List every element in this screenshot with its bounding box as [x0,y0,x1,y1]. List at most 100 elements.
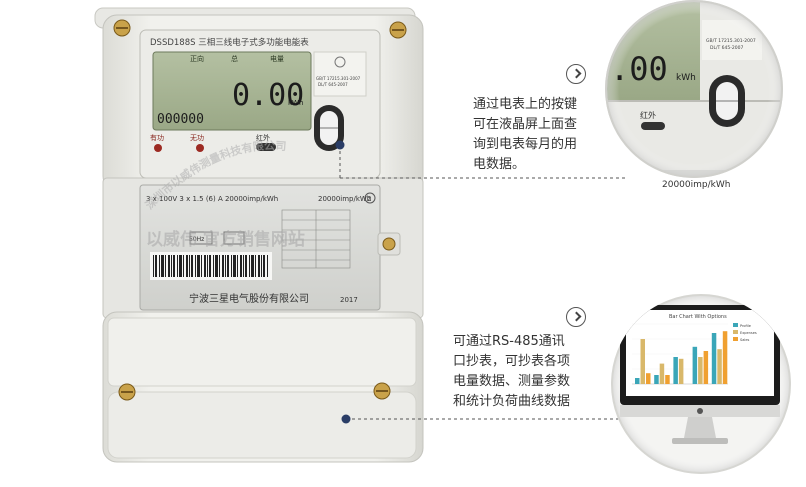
chart-legend: Profile Expenses Sales [733,323,757,342]
meter-model-line: DSSD188S 三相三线电子式多功能电能表 [150,37,309,48]
callout-line: 可在液晶屏上面查 [473,117,578,132]
chart-bar [654,375,659,384]
barcode-bar [251,255,254,277]
lcd-main-value: 0.00 [232,78,304,113]
chart-bar [711,333,717,384]
barcode-bar [179,255,182,277]
legend-entry: Profile [740,324,751,328]
barcode-bar [227,255,229,277]
barcode-bar [195,255,196,277]
manufacturer-name: 宁波三星电气股份有限公司 [189,292,309,305]
barcode-bar [153,255,154,277]
barcode-bar [255,255,256,277]
chart-bar [665,375,670,384]
lcd-unit: kWh [288,99,303,107]
led-left-label: 有功 [150,133,164,142]
lcd-header-left: 正向 [190,54,204,63]
barcode-bar [231,255,232,277]
zoom-spec-text: 20000imp/kWh [662,180,730,190]
callout-lcd-query: 通过电表上的按键 可在液晶屏上面查 询到电表每月的用 电数据。 [473,95,577,175]
zoom-detail-monitor: Bar Chart With Options Profile Expenses … [611,294,791,474]
ir-label: 红外 [256,133,270,142]
barcode-bar [165,255,166,277]
barcode-bar [201,255,202,277]
zoom-ir-label: 红外 [640,110,656,120]
zoom-lcd-value: .00 [610,50,668,88]
spec-line: 3 x 100V 3 x 1.5 (6) A 20000imp/kWh [146,195,278,203]
callout-line: 可通过RS-485通讯 [453,334,565,349]
callout-line: 通过电表上的按键 [473,97,578,112]
chart-bar [703,351,709,384]
callout-connector [335,140,625,179]
screw-icon [118,383,136,401]
barcode-bar [215,255,218,277]
barcode [150,252,272,280]
chart-bar [722,331,728,384]
chart-bar [659,363,665,384]
barcode-bar [204,255,206,277]
zoom-lcd-unit: kWh [676,73,696,83]
barcode-bar [177,255,178,277]
barcode-bar [159,255,160,277]
barcode-bar [168,255,170,277]
screw-icon [113,19,131,37]
led-mid-label: 无功 [190,133,204,142]
callout-line: 电数据。 [473,157,526,172]
barcode-bar [263,255,265,277]
barcode-bar [225,255,226,277]
barcode-bar [189,255,190,277]
callout-line: 口抄表，可抄表各项 [453,354,571,369]
chart-bar [673,357,678,384]
barcode-bar [171,255,172,277]
barcode-bar [240,255,242,277]
callout-line: 和统计负荷曲线数据 [453,394,571,409]
arrow-right-icon [566,64,586,84]
manufacture-year: 2017 [340,296,358,304]
barcode-bar [183,255,184,277]
barcode-bar [191,255,193,277]
monitor-chart-title: Bar Chart With Options [669,314,727,320]
screw-icon [389,21,407,39]
barcode-bar [243,255,244,277]
chart-bar [640,339,645,384]
lcd-header-mid: 总 [231,54,238,63]
watermark-line2: 以威伟 官方销售网站 [146,229,305,250]
barcode-bar [155,255,157,277]
zoom-detail-lcd: .00 kWh GB/T 17215.301-2007 DL/T 645-200… [605,0,783,190]
barcode-bar [237,255,238,277]
meter-query-button [314,105,344,151]
apple-logo-icon [697,408,703,414]
barcode-bar [261,255,262,277]
barcode-bar [207,255,208,277]
zoom-std-line: DL/T 645-2007 [710,45,743,51]
spec-circle: 2 [367,195,371,203]
chart-bar [698,357,703,384]
callout-line: 询到电表每月的用 [473,137,578,152]
barcode-bar [267,255,268,277]
barcode-bar [161,255,164,277]
legend-entry: Sales [740,338,749,342]
callout-line: 电量数据、测量参数 [453,374,571,389]
barcode-bar [258,255,260,277]
barcode-bar [245,255,247,277]
zoom-std-line: GB/T 17215.301-2007 [706,38,756,44]
lcd-small-value: 000000 [157,112,204,127]
chart-bar [678,358,684,384]
barcode-bar [233,255,236,277]
spec-line-right: 20000imp/kWh [318,195,371,203]
monitor-bar-chart [632,323,728,385]
barcode-bar [186,255,188,277]
arrow-right-icon [566,307,586,327]
barcode-bar [173,255,175,277]
barcode-bar [213,255,214,277]
meter-std-line: GB/T 17215.301-2007 [316,76,361,81]
chart-bar [646,373,651,384]
screw-icon [373,382,391,400]
barcode-bar [249,255,250,277]
chart-bar [717,349,722,384]
meter-std-line: DL/T 645-2007 [318,82,348,87]
barcode-bar [222,255,224,277]
callout-connector [341,414,625,424]
barcode-bar [219,255,220,277]
